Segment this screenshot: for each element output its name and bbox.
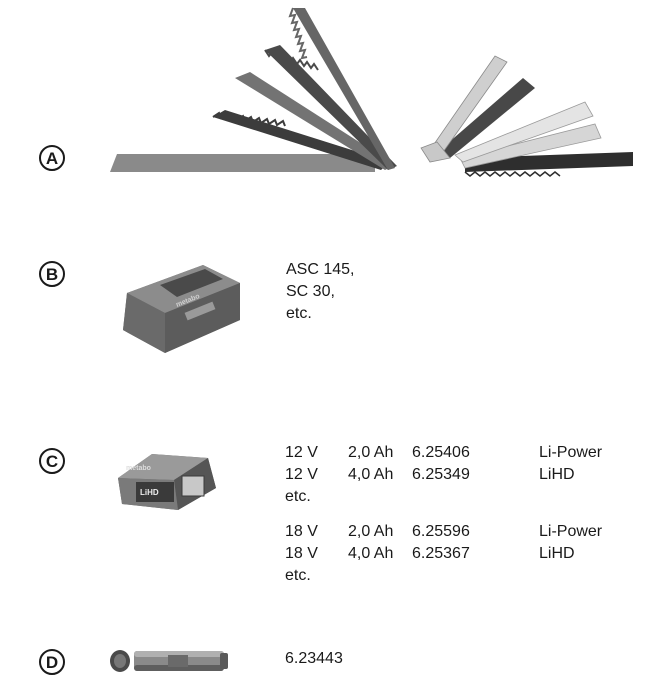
- spec-battery-type: Li-Power: [539, 523, 603, 540]
- spec-order-number: 6.25596: [412, 523, 470, 540]
- battery-spec-row: 12 V 2,0 Ah 6.25406 Li-Power: [285, 442, 625, 464]
- spec-voltage: 18 V: [285, 523, 318, 540]
- battery-badge: LiHD: [140, 488, 159, 497]
- battery-logo: metabo: [126, 465, 151, 472]
- section-marker-a: A: [39, 145, 65, 171]
- spec-battery-type: LiHD: [539, 545, 575, 562]
- spec-capacity: 4,0 Ah: [348, 466, 394, 483]
- tool-illustration: [110, 650, 228, 672]
- spec-voltage: 12 V: [285, 444, 318, 461]
- cylindrical-adapter-icon: [110, 650, 228, 672]
- spec-capacity: 2,0 Ah: [348, 523, 394, 540]
- saw-blades-metal-icon: [420, 55, 633, 177]
- spec-capacity: 4,0 Ah: [348, 545, 394, 562]
- saw-blades-illustration: [110, 7, 633, 177]
- battery-spec-row: 18 V 4,0 Ah 6.25367 LiHD: [285, 543, 625, 565]
- charger-model-line: SC 30,: [286, 283, 335, 300]
- spec-voltage: 18 V: [285, 545, 318, 562]
- saw-blades-wood-icon: [110, 7, 397, 172]
- section-marker-d: D: [39, 649, 65, 675]
- battery-spec-row: 12 V 4,0 Ah 6.25349 LiHD: [285, 464, 625, 486]
- spec-capacity: 2,0 Ah: [348, 444, 394, 461]
- battery-illustration: metabo LiHD: [118, 454, 216, 510]
- battery-pack-icon: [118, 454, 216, 510]
- spec-battery-type: Li-Power: [539, 444, 603, 461]
- charger-model-list: ASC 145, SC 30, etc.: [286, 259, 354, 325]
- section-marker-c: C: [39, 448, 65, 474]
- tool-order-number: 6.23443: [285, 650, 343, 667]
- spec-voltage: 12 V: [285, 466, 318, 483]
- spec-order-number: 6.25367: [412, 545, 470, 562]
- battery-spec-row: 18 V 2,0 Ah 6.25596 Li-Power: [285, 521, 625, 543]
- battery-etc-line: etc.: [285, 567, 311, 584]
- spec-order-number: 6.25406: [412, 444, 470, 461]
- charger-etc-line: etc.: [286, 305, 312, 322]
- spec-order-number: 6.25349: [412, 466, 470, 483]
- charger-model-line: ASC 145,: [286, 261, 355, 278]
- battery-etc-line: etc.: [285, 488, 311, 505]
- battery-charger-icon: [123, 265, 240, 353]
- section-marker-b: B: [39, 261, 65, 287]
- charger-illustration: metabo: [123, 265, 240, 353]
- spec-battery-type: LiHD: [539, 466, 575, 483]
